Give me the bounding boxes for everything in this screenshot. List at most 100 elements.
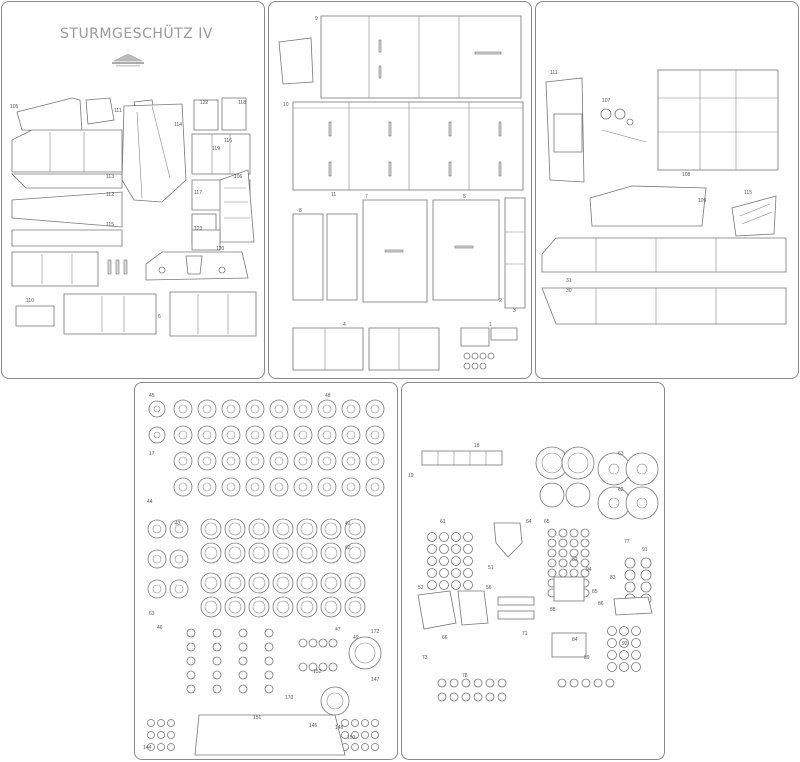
part-circle (558, 568, 568, 578)
part-circle (173, 425, 193, 445)
part-circle (439, 532, 449, 542)
part-circle (157, 731, 165, 739)
part-circle (631, 662, 641, 672)
part-circle (346, 404, 356, 414)
part-circle (370, 430, 380, 440)
part-circle (344, 518, 366, 540)
svg-text:56: 56 (486, 585, 492, 591)
svg-text:84: 84 (572, 637, 578, 643)
part-circle (298, 482, 308, 492)
part-circle (624, 569, 636, 581)
svg-text:150: 150 (347, 735, 356, 741)
part-circle (228, 546, 242, 560)
sheet-1-parts: 105 111 114 122 118 116 119 113 112 115 … (10, 97, 257, 337)
part-circle (624, 557, 636, 569)
part-circle (473, 692, 483, 702)
part-circle (152, 584, 162, 594)
part-circle (328, 638, 338, 648)
svg-text:62: 62 (345, 545, 351, 551)
svg-text:63: 63 (149, 611, 155, 617)
part-circle (228, 576, 242, 590)
part-circle (293, 451, 313, 471)
part-circle (264, 628, 274, 638)
svg-text:148: 148 (335, 725, 344, 731)
part-circle (264, 670, 274, 680)
part-circle (461, 692, 471, 702)
part-circle (318, 662, 328, 672)
part-circle (272, 518, 294, 540)
svg-text:116: 116 (224, 138, 232, 144)
part-circle (204, 600, 218, 614)
part-circle (186, 628, 196, 638)
part-circle (169, 549, 189, 569)
part-circle (300, 546, 314, 560)
part-circle (427, 556, 437, 566)
part-circle (226, 430, 236, 440)
part-circle (320, 542, 342, 564)
part-circle (619, 626, 629, 636)
part-circle (497, 692, 507, 702)
part-circle (607, 626, 617, 636)
part-circle (569, 558, 579, 568)
svg-text:118: 118 (238, 100, 246, 106)
part-circle (341, 399, 361, 419)
part-circle (580, 548, 590, 558)
part-circle (365, 477, 385, 497)
svg-text:11: 11 (331, 192, 336, 198)
svg-text:30: 30 (566, 288, 572, 294)
part-circle (463, 532, 473, 542)
part-circle (248, 542, 270, 564)
part-circle (439, 568, 449, 578)
part-circle (348, 546, 362, 560)
part-circle (351, 719, 359, 727)
part-circle (272, 572, 294, 594)
part-circle (437, 678, 447, 688)
part-circle (324, 546, 338, 560)
part-circle (276, 600, 290, 614)
sheet-5-parts: 18 19 63 62 61 64 51 52 56 65 66 71 77 9… (408, 443, 659, 702)
part-circle (361, 743, 369, 751)
part-circle (274, 456, 284, 466)
part-circle (593, 678, 603, 688)
part-circle (148, 400, 166, 418)
part-circle (204, 576, 218, 590)
part-circle (580, 528, 590, 538)
part-circle (451, 580, 461, 590)
svg-text:65: 65 (544, 519, 550, 525)
part-circle (296, 596, 318, 618)
svg-text:18: 18 (474, 443, 480, 449)
part-circle (274, 404, 284, 414)
part-circle (173, 399, 193, 419)
part-circle (320, 518, 342, 540)
label-105: 105 (10, 104, 19, 110)
part-circle (558, 548, 568, 558)
part-circle (463, 568, 473, 578)
svg-text:17: 17 (149, 451, 155, 457)
part-circle (197, 477, 217, 497)
part-circle (157, 719, 165, 727)
svg-text:7: 7 (365, 194, 368, 200)
part-circle (569, 528, 579, 538)
svg-text:86: 86 (598, 601, 604, 607)
part-circle (439, 556, 449, 566)
part-circle (300, 576, 314, 590)
svg-text:49: 49 (353, 635, 359, 641)
part-circle (351, 743, 359, 751)
part-circle (276, 546, 290, 560)
part-circle (463, 556, 473, 566)
svg-text:113: 113 (106, 174, 114, 180)
part-circle (200, 596, 222, 618)
svg-text:45: 45 (149, 393, 155, 399)
svg-text:77: 77 (624, 539, 630, 545)
part-circle (212, 670, 222, 680)
part-circle (580, 568, 590, 578)
part-circle (439, 580, 449, 590)
part-circle (147, 519, 167, 539)
part-circle (298, 456, 308, 466)
part-circle (221, 451, 241, 471)
part-circle (341, 425, 361, 445)
part-circle (300, 600, 314, 614)
part-circle (248, 518, 270, 540)
part-circle (221, 425, 241, 445)
part-circle (147, 731, 155, 739)
